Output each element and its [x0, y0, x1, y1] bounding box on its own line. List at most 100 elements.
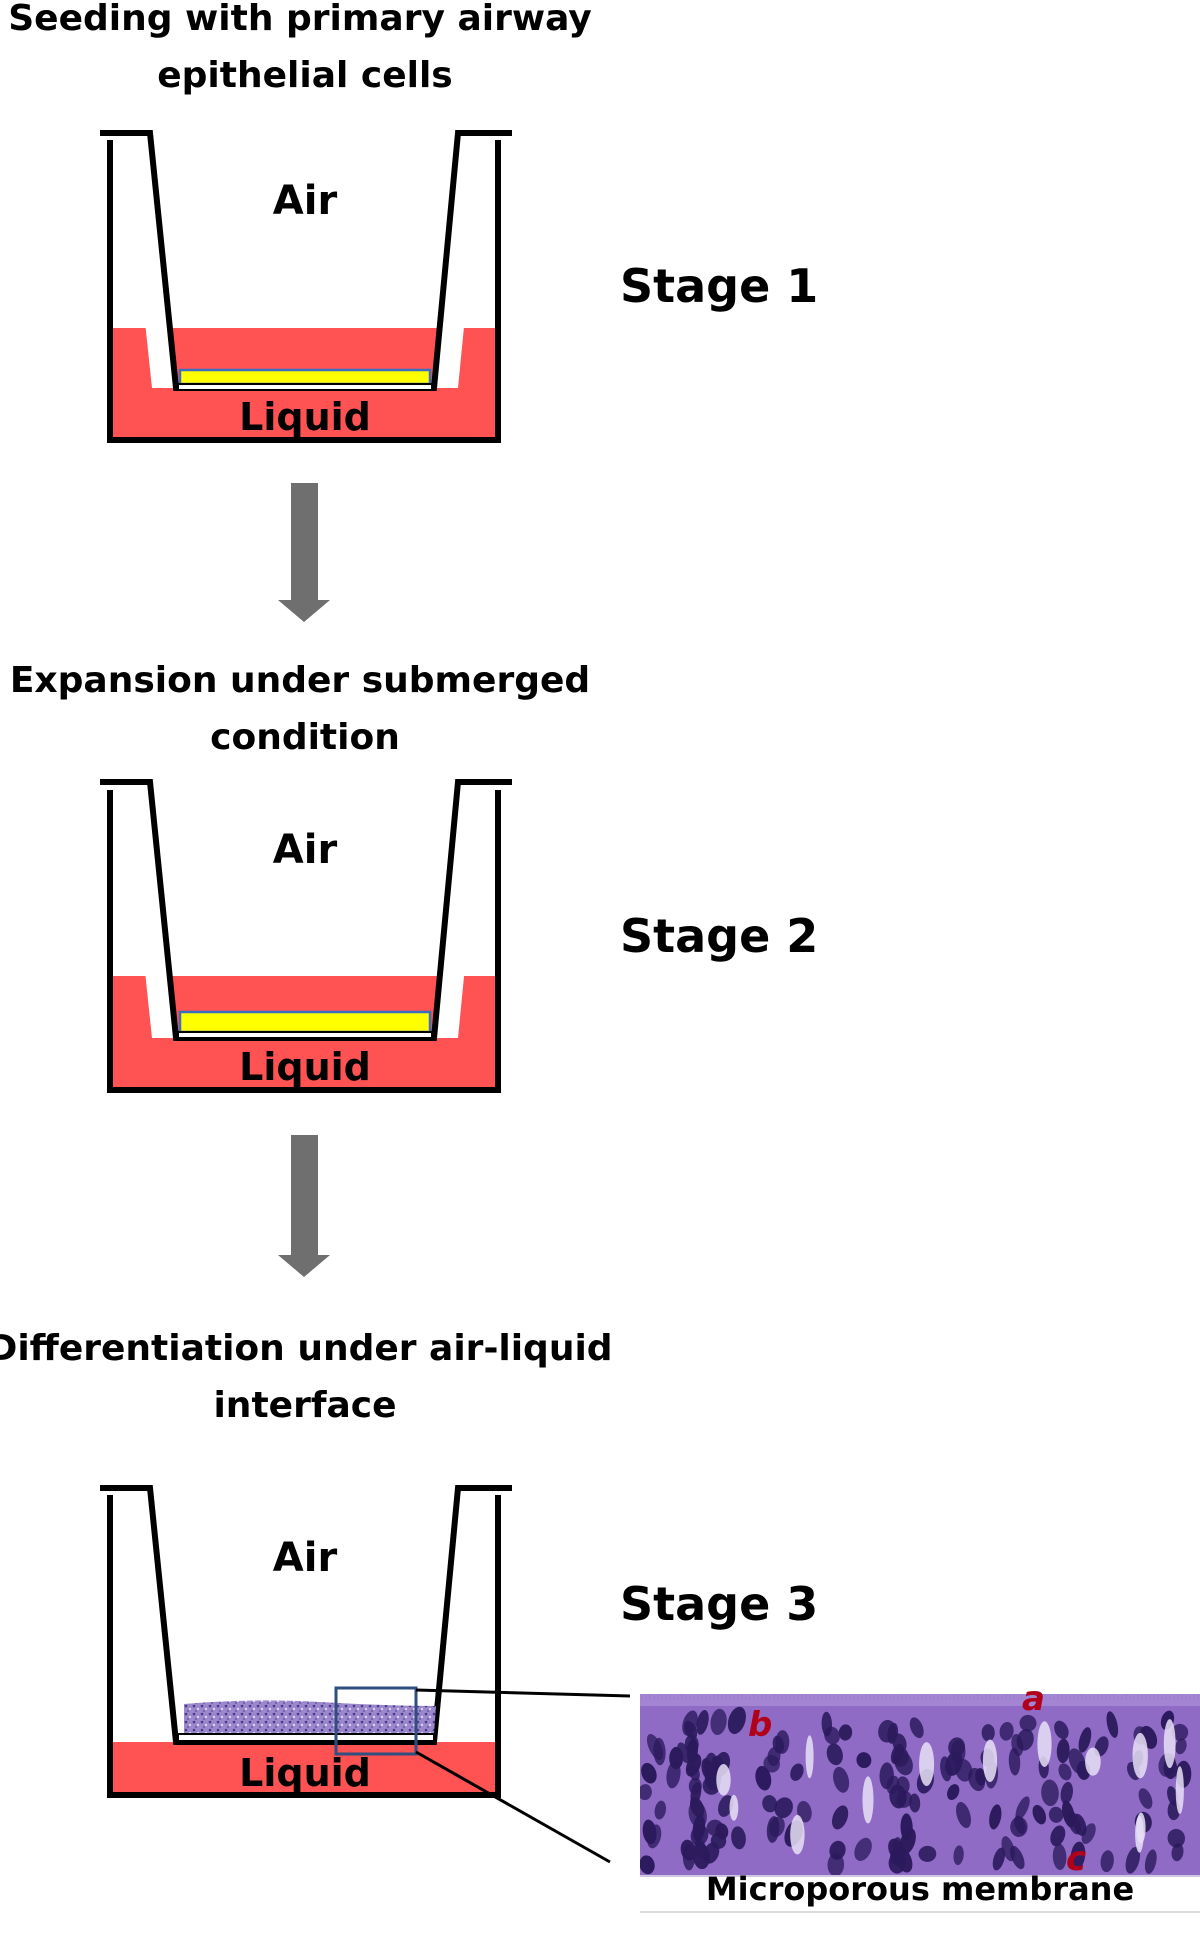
histology-nucleus	[1056, 1738, 1070, 1764]
histology-nucleus	[878, 1719, 897, 1743]
stage-3-heading-line2: interface	[213, 1385, 396, 1426]
stage-2-liquid-label: Liquid	[239, 1045, 371, 1089]
histology-clear-space	[1136, 1812, 1146, 1844]
stage-2-cell-layer	[178, 1010, 432, 1034]
down-arrow-1	[278, 483, 330, 622]
histology-nucleus	[890, 1849, 906, 1866]
histology-nucleus	[879, 1762, 894, 1790]
histology-nucleus	[899, 1828, 916, 1855]
histology-nucleus	[704, 1752, 718, 1780]
histology-nucleus	[1138, 1788, 1153, 1809]
microporous-membrane-label: Microporous membrane	[706, 1870, 1134, 1908]
histology-nucleus	[856, 1752, 872, 1769]
histology-nucleus	[755, 1765, 772, 1791]
stage-3-culture-well	[100, 1485, 512, 1798]
stage-3-membrane	[177, 1733, 435, 1742]
stage-2-membrane	[177, 1031, 433, 1039]
histology-nucleus	[640, 1784, 652, 1801]
histology-nucleus	[1144, 1849, 1157, 1874]
histology-nucleus	[677, 1742, 691, 1764]
stage-1: Seeding with primary airway epithelial c…	[8, 0, 818, 443]
histology-nucleus	[688, 1763, 700, 1781]
histology-nucleus	[1050, 1825, 1066, 1847]
histology-nucleus	[838, 1724, 853, 1741]
stage-3-liquid	[110, 1742, 498, 1795]
histology-nucleus	[1100, 1850, 1114, 1873]
histology-nucleus	[890, 1743, 904, 1765]
stage-1-insert-left-wall	[125, 133, 176, 388]
histology-nucleus	[1019, 1714, 1037, 1732]
histology-micrograph: a b c Microporous membrane	[640, 1679, 1200, 1916]
stage-3: Differentiation under air-liquid interfa…	[0, 1328, 1200, 1916]
histology-nucleus	[956, 1801, 971, 1829]
stage-2-insert-right-wall	[434, 782, 483, 1038]
histology-nucleus	[1171, 1723, 1189, 1741]
histology-nucleus	[1052, 1843, 1067, 1870]
histology-nucleus	[1010, 1816, 1028, 1837]
histology-clear-space	[805, 1735, 814, 1779]
histology-apical-surface	[640, 1694, 1200, 1706]
histology-nucleus	[829, 1840, 846, 1860]
histology-nucleus	[955, 1758, 973, 1782]
stage-1-label: Stage 1	[620, 259, 818, 313]
histology-nucleus	[1016, 1728, 1034, 1751]
stage-1-heading-line1: Seeding with primary airway	[8, 0, 592, 39]
histology-nucleus	[909, 1717, 924, 1739]
histology-nucleus	[1058, 1763, 1072, 1781]
histology-nucleus	[769, 1816, 785, 1838]
histology-nucleus	[774, 1797, 793, 1819]
histology-nucleus	[727, 1706, 746, 1734]
histology-nucleus	[948, 1737, 966, 1757]
stage-2-culture-well	[100, 779, 512, 1093]
stage-3-insert-left-wall	[125, 1488, 176, 1742]
zoom-connector-top	[415, 1688, 631, 1698]
histology-nucleus	[1048, 1806, 1064, 1823]
histology-nucleus	[696, 1710, 709, 1735]
histology-nucleus	[1167, 1828, 1186, 1848]
stage-3-label: Stage 3	[620, 1577, 818, 1631]
histology-nucleus	[767, 1747, 781, 1766]
label-c: c	[1066, 1839, 1086, 1879]
stage-2-label: Stage 2	[620, 909, 818, 963]
stage-2-insert-left-wall	[125, 782, 176, 1038]
stage-3-heading-line1: Differentiation under air-liquid	[0, 1328, 613, 1369]
histology-nuclei	[640, 1706, 1192, 1876]
stage-3-liquid-label: Liquid	[239, 1751, 371, 1795]
stage-2-heading-line1: Expansion under submerged	[10, 660, 590, 701]
histology-nucleus	[833, 1766, 850, 1793]
stage-1-heading-line2: epithelial cells	[157, 55, 453, 96]
histology-nucleus	[690, 1825, 709, 1846]
stage-1-membrane	[177, 383, 433, 391]
histology-nucleus	[1010, 1845, 1025, 1870]
stage-3-insert-right-wall	[434, 1488, 483, 1742]
histology-nucleus	[1060, 1781, 1073, 1805]
histology-nucleus	[981, 1724, 995, 1742]
histology-clear-space	[729, 1794, 739, 1821]
histology-nucleus	[1015, 1796, 1030, 1820]
histology-microporous-membrane	[640, 1876, 1200, 1916]
histology-nucleus	[762, 1795, 778, 1813]
histology-nucleus	[992, 1847, 1006, 1871]
stage-1-cell-layer	[178, 368, 432, 386]
histology-nucleus	[826, 1743, 843, 1766]
histology-nucleus	[710, 1708, 727, 1736]
histology-nucleus	[824, 1726, 840, 1745]
histology-nucleus	[1081, 1823, 1096, 1844]
histology-nucleus	[1078, 1727, 1092, 1753]
histology-nucleus	[682, 1843, 695, 1871]
histology-nucleus	[653, 1737, 666, 1766]
zoom-region-box	[334, 1686, 418, 1756]
histology-nucleus	[999, 1721, 1014, 1741]
histology-nucleus	[1070, 1841, 1086, 1870]
label-b: b	[748, 1705, 772, 1745]
histology-nucleus	[947, 1784, 960, 1801]
histology-nucleus	[1175, 1738, 1187, 1755]
histology-nucleus	[896, 1776, 910, 1795]
histology-nucleus	[640, 1855, 655, 1875]
histology-clear-space	[1085, 1747, 1101, 1776]
histology-nucleus	[896, 1790, 913, 1808]
stage-2-well-outline	[107, 790, 501, 1093]
histology-nucleus	[1062, 1800, 1075, 1828]
histology-clear-space	[982, 1739, 998, 1783]
stage-2-air-label: Air	[273, 827, 338, 873]
